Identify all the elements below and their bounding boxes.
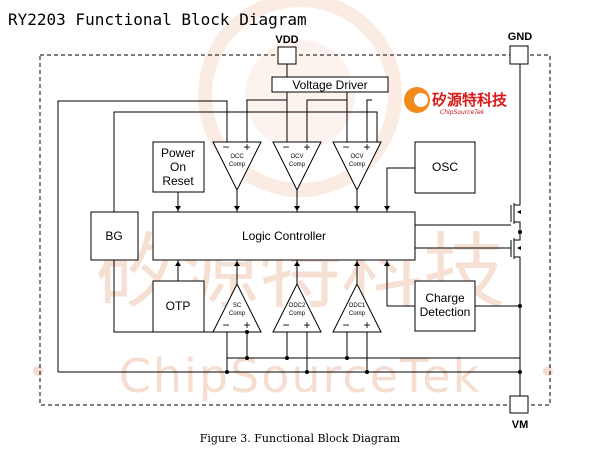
comp-ocv2-name: OCV bbox=[350, 154, 363, 160]
comp-odc1-pos: + bbox=[363, 318, 370, 332]
comp-occ-name: OCC bbox=[230, 154, 244, 160]
otp-box bbox=[152, 280, 205, 333]
comp-ocv1-triangle bbox=[272, 141, 322, 192]
logic-controller-label: Logic Controller bbox=[242, 229, 326, 243]
comp-ocv1-name: OCV bbox=[290, 154, 303, 160]
comp-odc1-triangle bbox=[332, 282, 382, 333]
pin-gnd-box bbox=[509, 45, 529, 65]
osc-label: OSC bbox=[432, 160, 458, 174]
wires-bottom-comp-outputs bbox=[234, 260, 360, 284]
comp-occ-neg: − bbox=[222, 140, 229, 154]
comp-odc1-name: ODC1 bbox=[349, 303, 366, 309]
arrow-charge-det bbox=[384, 261, 390, 266]
page-title: RY2203 Functional Block Diagram bbox=[8, 10, 307, 29]
logic-controller-box bbox=[152, 211, 416, 261]
comp-sc-triangle bbox=[212, 282, 262, 333]
comp-ocv-2: OCV Comp − + bbox=[332, 140, 382, 192]
watermark-latin: ChipSourceTek bbox=[119, 349, 481, 403]
charge-detection-line2: Detection bbox=[420, 305, 471, 319]
comp-ocv1-sub: Comp bbox=[289, 162, 306, 168]
comp-occ-triangle bbox=[212, 141, 262, 192]
comp-ocv1-pos: + bbox=[303, 140, 310, 154]
comp-occ-sub: Comp bbox=[229, 162, 246, 168]
arrow-otp bbox=[175, 261, 181, 266]
pin-vdd-box bbox=[277, 46, 297, 65]
charge-detection-line1: Charge bbox=[425, 291, 465, 305]
comp-odc2-sub: Comp bbox=[289, 311, 306, 317]
comp-odc2: ODC2 Comp − + bbox=[272, 282, 322, 333]
mosfet-switches bbox=[415, 64, 522, 396]
wires-top-loops bbox=[57, 100, 378, 372]
watermark-disc bbox=[245, 40, 355, 150]
comp-ocv2-triangle bbox=[332, 141, 382, 192]
comp-occ-pos: + bbox=[243, 140, 250, 154]
comp-sc-sub: Comp bbox=[229, 311, 246, 317]
logo-sub: ChipSourceTek bbox=[440, 109, 485, 116]
wires-voltage-driver bbox=[246, 92, 372, 142]
logo-name: 矽源特科技 bbox=[432, 91, 508, 109]
comp-odc2-neg: − bbox=[282, 318, 289, 332]
por-line1: Power bbox=[161, 146, 195, 160]
comp-ocv1-neg: − bbox=[282, 140, 289, 154]
por-line2: On bbox=[170, 160, 186, 174]
pin-vm: VM bbox=[509, 395, 529, 431]
voltage-driver-label: Voltage Driver bbox=[292, 78, 367, 92]
wire-osc bbox=[386, 167, 415, 212]
comp-odc1-sub: Comp bbox=[349, 311, 366, 317]
comp-odc1: ODC1 Comp − + bbox=[332, 282, 382, 333]
comp-ocv-1: OCV Comp − + bbox=[272, 140, 322, 192]
comp-sc-name: SC bbox=[233, 303, 242, 309]
comp-sc: SC Comp − + bbox=[212, 282, 262, 333]
voltage-driver-box bbox=[271, 76, 389, 93]
otp-label: OTP bbox=[166, 299, 191, 313]
comp-sc-pos: + bbox=[243, 318, 250, 332]
power-on-reset-box bbox=[152, 141, 205, 193]
comp-odc1-neg: − bbox=[342, 318, 349, 332]
pin-vm-box bbox=[509, 395, 529, 414]
comp-ocv2-neg: − bbox=[342, 140, 349, 154]
logo-circle-inner bbox=[414, 93, 428, 107]
pin-vdd-label: VDD bbox=[275, 34, 298, 46]
arrow-osc bbox=[384, 206, 390, 211]
comp-ocv2-pos: + bbox=[363, 140, 370, 154]
pin-vdd: VDD bbox=[275, 34, 299, 65]
watermark-ring bbox=[198, 0, 402, 197]
comp-sc-neg: − bbox=[222, 318, 229, 332]
figure-caption: Figure 3. Functional Block Diagram bbox=[200, 432, 401, 445]
pin-gnd-label: GND bbox=[508, 31, 533, 43]
comp-ocv2-sub: Comp bbox=[349, 162, 366, 168]
comp-odc2-triangle bbox=[272, 282, 322, 333]
por-line3: Reset bbox=[162, 174, 194, 188]
company-logo: 矽源特科技 ChipSourceTek bbox=[404, 87, 508, 116]
comp-odc2-pos: + bbox=[303, 318, 310, 332]
watermark-dot-right bbox=[543, 366, 553, 376]
wires-bottom-inputs bbox=[58, 330, 522, 374]
wire-charge-det bbox=[386, 260, 415, 307]
watermark-dot-left bbox=[33, 366, 43, 376]
comp-occ: OCC Comp − + bbox=[212, 140, 262, 192]
arrow-por bbox=[175, 206, 181, 211]
pin-vm-label: VM bbox=[512, 419, 529, 431]
wires-comp-outputs bbox=[234, 190, 360, 212]
bg-label: BG bbox=[105, 229, 122, 243]
comp-odc2-name: ODC2 bbox=[289, 303, 306, 309]
pin-gnd: GND bbox=[508, 31, 533, 65]
